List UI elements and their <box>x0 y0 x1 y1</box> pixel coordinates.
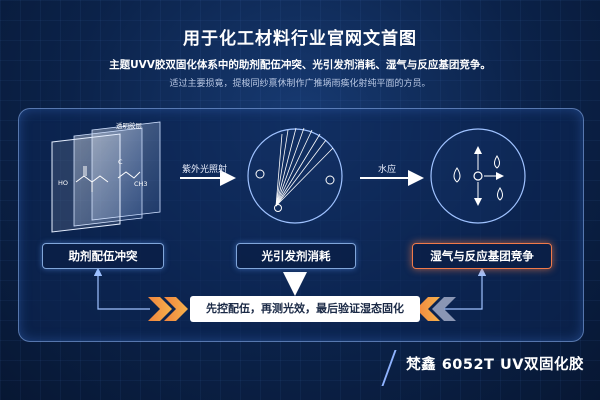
page-title: 用于化工材料行业官网文首图 <box>183 29 417 49</box>
formula-left: HO <box>58 179 68 187</box>
stage1-label: 助剂配伍冲突 <box>42 243 164 269</box>
banner-background <box>190 296 420 322</box>
loop-left-line <box>93 267 150 310</box>
water-drop-icon <box>497 187 503 201</box>
sheet-label: 透明胶层 <box>116 121 143 130</box>
banner-text: 先控配伍，再测光效，最后验证湿态固化 <box>206 302 404 315</box>
water-drop-icon <box>494 155 500 169</box>
stage1-sheets <box>51 121 161 233</box>
chevrons-left <box>148 297 188 321</box>
sheet-middle <box>73 127 143 227</box>
arrow-label-uv: 紫外光照射 <box>182 165 228 175</box>
chevrons-right <box>416 297 456 321</box>
arrow-label-water: 水应 <box>378 165 397 175</box>
formula-right-mid: CH3 <box>134 180 148 188</box>
formula-right-top: C <box>118 158 123 166</box>
page-subline: 适过主要损竟，提梭同纱禀休制作广推埚雨痪化射纯平面的方员。 <box>169 79 431 89</box>
product-name: 梵鑫 6052T UV双固化胶 <box>406 357 584 373</box>
water-drop-icon <box>453 167 461 183</box>
stage2-label: 光引发剂消耗 <box>236 243 356 269</box>
page-subtitle: 主题UVV胶双固化体系中的助剂配伍冲突、光引发剂消耗、湿气与反应基团竞争。 <box>109 59 491 71</box>
stage2-circle <box>247 127 343 224</box>
stage3-label: 湿气与反应基团竞争 <box>412 243 552 269</box>
sheet-front <box>51 133 121 233</box>
stage3-circle <box>430 128 526 224</box>
loop-right-line <box>440 267 487 310</box>
